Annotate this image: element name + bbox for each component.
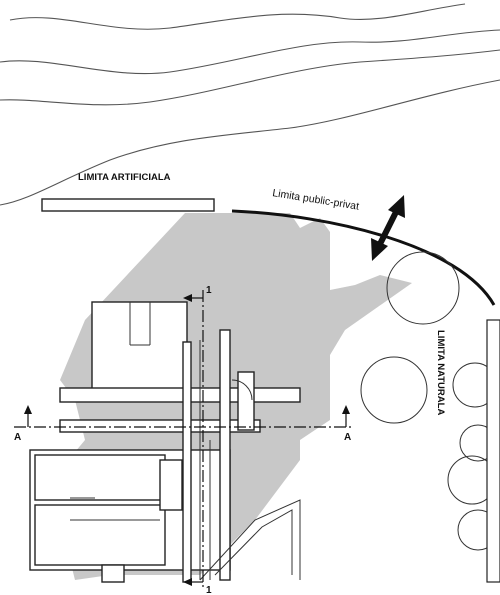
public-private-label: Limita public-privat [272, 187, 360, 213]
natural-limit-label: LIMITA NATURALA [435, 330, 446, 415]
section-line-a [14, 405, 352, 428]
section-a-right-label: A [344, 432, 351, 443]
section-1-top-label: 1 [206, 285, 212, 296]
terrain-contours [0, 3, 500, 206]
section-1-bottom-label: 1 [206, 585, 212, 595]
artificial-limit-wall [41, 198, 215, 212]
artificial-limit-label: LIMITA ARTIFICIALA [78, 172, 171, 183]
section-line-1 [183, 290, 204, 590]
section-a-left-label: A [14, 432, 21, 443]
double-arrow-icon [371, 195, 405, 261]
public-private-arc [231, 209, 496, 306]
building-plan [29, 301, 301, 583]
natural-limit-strip [486, 319, 500, 583]
